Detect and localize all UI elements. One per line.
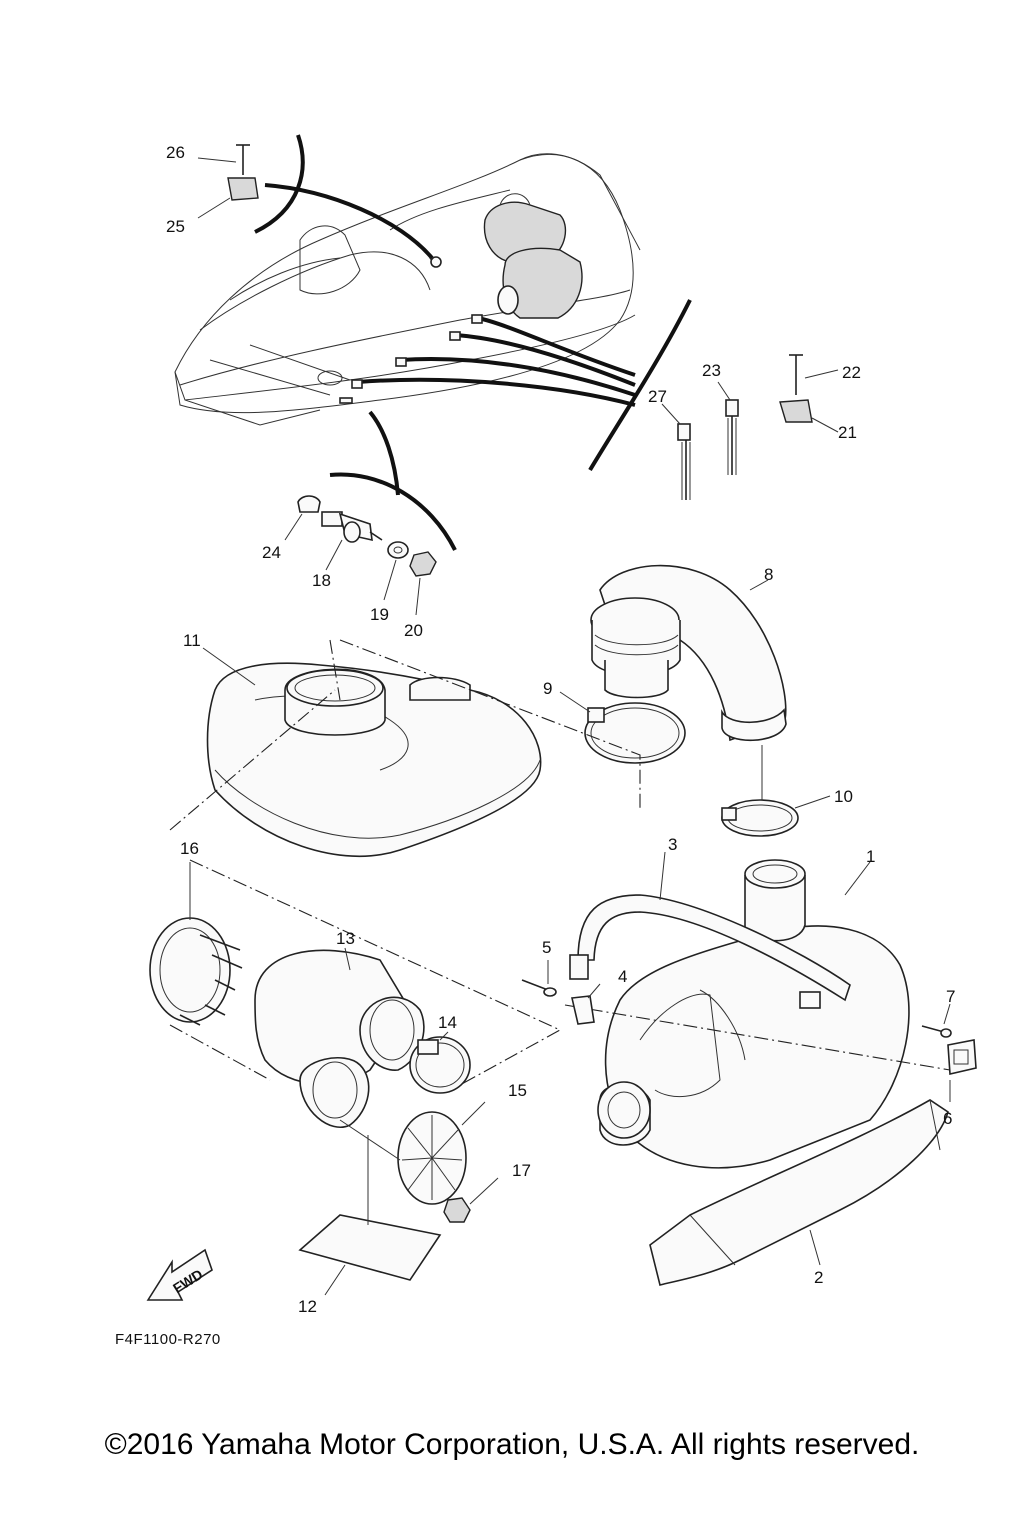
watercraft-hull: [174, 153, 641, 426]
hull-leader-lines: [264, 183, 636, 496]
callout-26: 26: [166, 143, 185, 162]
callout-18: 18: [312, 571, 331, 590]
callout-24: 24: [262, 543, 281, 562]
part-3-strap: [569, 851, 851, 1009]
callout-9: 9: [543, 679, 552, 698]
callout-11: 11: [183, 631, 201, 650]
group-brackets: [254, 134, 692, 551]
part-13-intake-duct: [189, 859, 562, 1128]
callout-12: 12: [298, 1297, 317, 1316]
callout-2: 2: [814, 1268, 823, 1287]
callout-19: 19: [370, 605, 389, 624]
callout-20: 20: [404, 621, 423, 640]
diagram-code: F4F1100-R270: [115, 1331, 221, 1348]
callout-21: 21: [838, 423, 857, 442]
part-9-hose-clamp: [559, 691, 686, 764]
part-17-nut: [443, 1177, 499, 1223]
callout-25: 25: [166, 217, 185, 236]
part-11-water-box: [169, 639, 641, 858]
part-2-cover-plate: [649, 1099, 949, 1286]
callout-10: 10: [834, 787, 853, 806]
callout-15: 15: [508, 1081, 527, 1100]
callout-14: 14: [438, 1013, 457, 1032]
part-18-24-19-20-fitting: [284, 495, 437, 616]
callout-5: 5: [542, 938, 551, 957]
part-23-27-cable-ties: [661, 381, 739, 500]
copyright-notice: ©2016 Yamaha Motor Corporation, U.S.A. A…: [104, 1428, 920, 1461]
callout-13: 13: [336, 929, 355, 948]
part-4-5-6-7-fasteners: [521, 960, 977, 1102]
fwd-direction-arrow: FWD: [146, 1248, 213, 1301]
part-14-hose-clamp: [409, 1031, 471, 1094]
callout-17: 17: [512, 1161, 531, 1180]
part-10-hose-clamp: [721, 745, 831, 837]
callout-22: 22: [842, 363, 861, 382]
part-15-screen-plate: [339, 1101, 486, 1205]
part-26-25-rivet-and-clip: [197, 144, 259, 219]
callout-3: 3: [668, 835, 677, 854]
callout-8: 8: [764, 565, 773, 584]
callout-16: 16: [180, 839, 199, 858]
part-22-21-rivet-and-clip: [779, 354, 839, 433]
callout-7: 7: [946, 987, 955, 1006]
callout-4: 4: [618, 967, 627, 986]
part-8-elbow-duct: [590, 564, 787, 742]
part-16-bolt-ring: [149, 862, 271, 1081]
callout-6: 6: [943, 1109, 952, 1128]
callout-1: 1: [866, 847, 875, 866]
callout-27: 27: [648, 387, 667, 406]
part-12-cover-plate: [298, 1135, 442, 1296]
callout-23: 23: [702, 361, 721, 380]
callout-labels: 1 2 3 4 5 6 7 8 9 10 11 12 13 14 15 16 1…: [166, 143, 955, 1316]
